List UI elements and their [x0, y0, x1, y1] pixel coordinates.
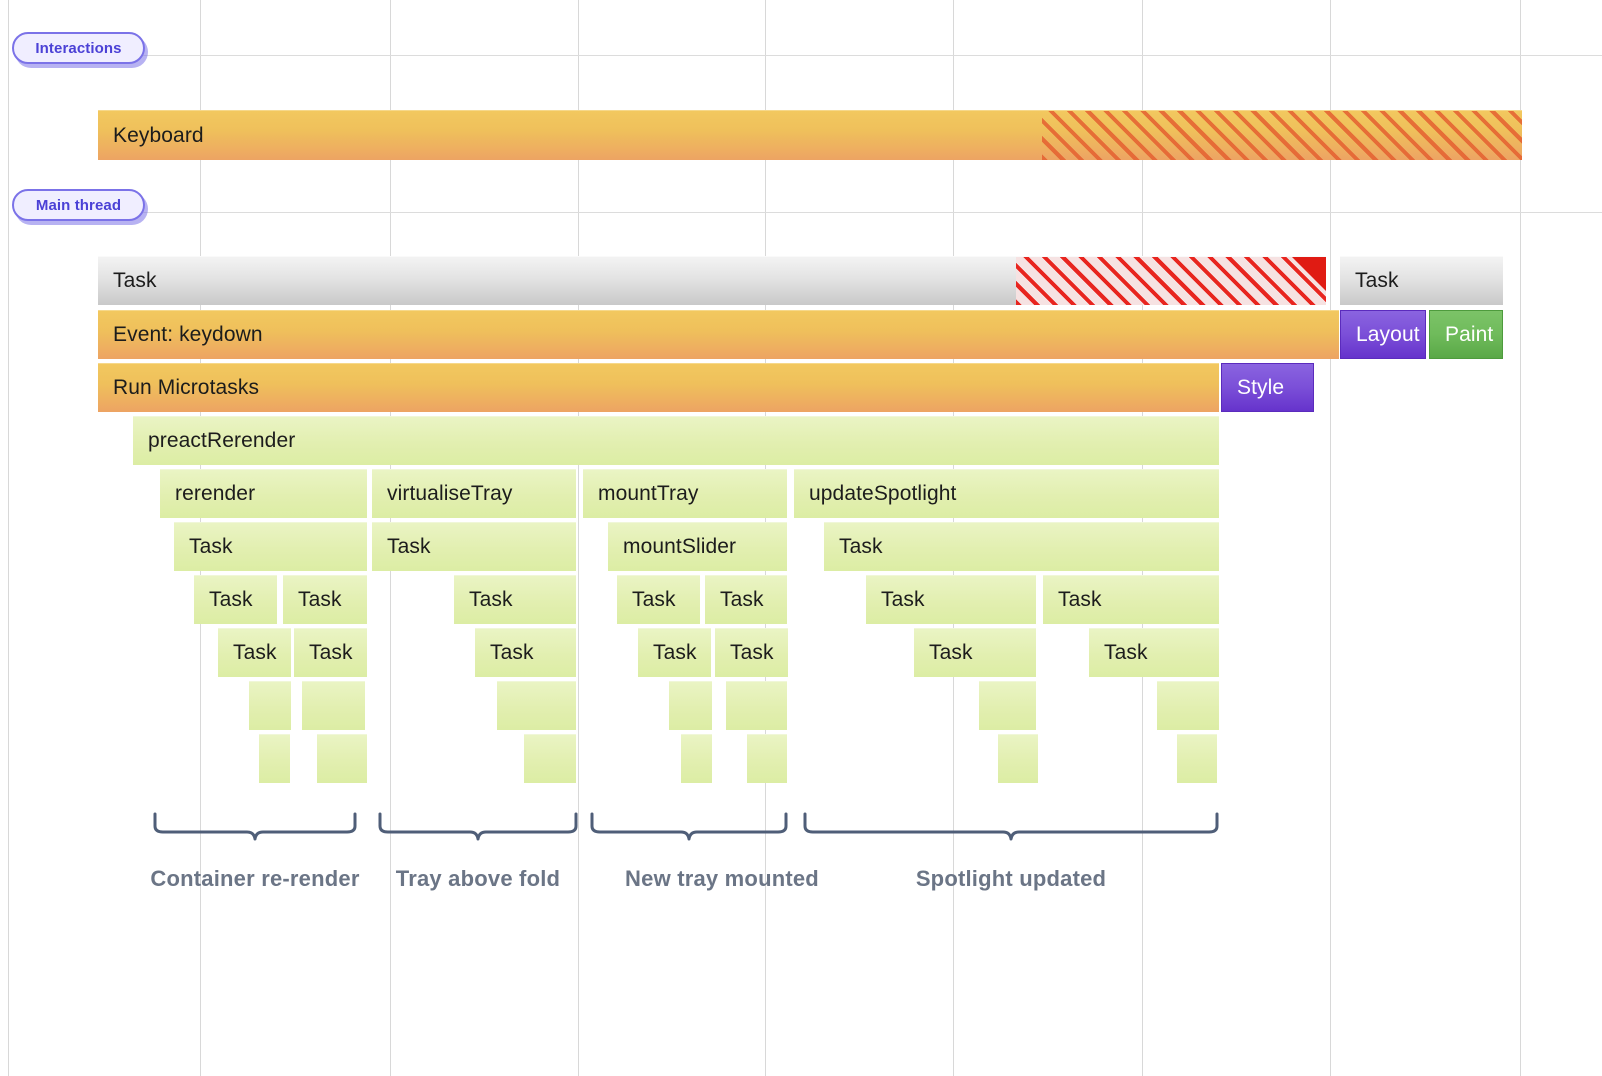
- flame-block-task[interactable]: Task: [1340, 256, 1503, 305]
- flame-block-label: Style: [1237, 375, 1285, 399]
- annotation-caption-spotlight-updated: Spotlight updated: [915, 866, 1107, 891]
- flame-block-mounttray[interactable]: mountTray: [583, 469, 787, 518]
- flame-block-mountslider[interactable]: mountSlider: [608, 522, 787, 571]
- flame-block-rerender[interactable]: rerender: [160, 469, 367, 518]
- flame-block-task[interactable]: Task: [174, 522, 367, 571]
- flame-block-task[interactable]: Task: [454, 575, 576, 624]
- track-label-main-thread[interactable]: Main thread: [12, 189, 145, 221]
- flame-block-paint[interactable]: Paint: [1429, 310, 1503, 359]
- flame-block-label: Task: [309, 641, 353, 664]
- flame-block-run-microtasks[interactable]: Run Microtasks: [98, 363, 1219, 412]
- flame-block-leaf[interactable]: [259, 734, 290, 783]
- flame-block-task[interactable]: Task: [294, 628, 367, 677]
- flame-block-leaf[interactable]: [747, 734, 787, 783]
- gridline: [1330, 0, 1331, 1076]
- main-thread-track-separator: [130, 212, 1602, 213]
- interaction-block-keyboard-label: Keyboard: [113, 123, 204, 147]
- annotation-brace-spotlight-updated: [803, 812, 1219, 842]
- flame-block-style[interactable]: Style: [1221, 363, 1314, 412]
- flame-block-leaf[interactable]: [302, 681, 365, 730]
- flame-block-preactrerender[interactable]: preactRerender: [133, 416, 1219, 465]
- flame-block-task[interactable]: Task: [194, 575, 277, 624]
- flame-block-task[interactable]: Task: [98, 256, 1326, 305]
- flame-block-label: updateSpotlight: [809, 482, 957, 505]
- flame-block-task[interactable]: Task: [715, 628, 788, 677]
- flame-block-layout[interactable]: Layout: [1340, 310, 1426, 359]
- flame-block-leaf[interactable]: [497, 681, 576, 730]
- flame-block-label: Run Microtasks: [113, 376, 260, 399]
- flame-block-label: Task: [233, 641, 277, 664]
- annotation-caption-tray-above-fold: Tray above fold: [395, 866, 561, 891]
- flame-block-task[interactable]: Task: [475, 628, 576, 677]
- flame-block-label: Paint: [1445, 322, 1494, 346]
- flame-block-label: Task: [653, 641, 697, 664]
- long-task-corner-marker: [1292, 257, 1326, 291]
- annotation-brace-container-re-render: [153, 812, 357, 842]
- flame-block-leaf[interactable]: [681, 734, 712, 783]
- flame-block-label: Task: [881, 588, 925, 611]
- flame-block-task[interactable]: Task: [866, 575, 1036, 624]
- flame-block-label: preactRerender: [148, 429, 296, 452]
- flame-block-label: Task: [490, 641, 534, 664]
- flame-block-label: Task: [209, 588, 253, 611]
- long-task-hatch: [1016, 257, 1326, 305]
- flame-block-label: mountTray: [598, 482, 699, 505]
- flame-block-task[interactable]: Task: [1043, 575, 1219, 624]
- flame-block-leaf[interactable]: [317, 734, 367, 783]
- flame-block-label: virtualiseTray: [387, 482, 513, 505]
- flame-block-label: Task: [469, 588, 513, 611]
- flame-block-task[interactable]: Task: [617, 575, 700, 624]
- track-label-interactions[interactable]: Interactions: [12, 32, 145, 64]
- flame-block-label: Task: [1104, 641, 1148, 664]
- annotation-caption-new-tray-mounted: New tray mounted: [625, 866, 819, 891]
- flame-block-task[interactable]: Task: [914, 628, 1036, 677]
- flame-block-label: Task: [632, 588, 676, 611]
- flame-block-label: Task: [113, 269, 157, 292]
- flame-block-label: Task: [387, 535, 431, 558]
- gridline: [578, 0, 579, 1076]
- flame-block-task[interactable]: Task: [824, 522, 1219, 571]
- gridline: [8, 0, 9, 1076]
- annotation-brace-new-tray-mounted: [590, 812, 788, 842]
- flame-block-task[interactable]: Task: [218, 628, 291, 677]
- flame-block-label: Event: keydown: [113, 323, 263, 346]
- flame-block-leaf[interactable]: [998, 734, 1038, 783]
- flame-block-leaf[interactable]: [1157, 681, 1219, 730]
- track-label-interactions-text: Interactions: [35, 39, 122, 57]
- gridline: [1520, 0, 1521, 1076]
- interactions-track-separator: [130, 55, 1602, 56]
- flame-block-updatespotlight[interactable]: updateSpotlight: [794, 469, 1219, 518]
- keyboard-overrun-hatch: [1042, 111, 1522, 160]
- flame-block-label: Task: [720, 588, 764, 611]
- annotation-caption-container-re-render: Container re-render: [150, 866, 360, 891]
- flame-block-event-keydown[interactable]: Event: keydown: [98, 310, 1339, 359]
- interaction-block-keyboard[interactable]: Keyboard: [98, 110, 1522, 160]
- flame-block-task[interactable]: Task: [1089, 628, 1219, 677]
- flame-block-task[interactable]: Task: [638, 628, 711, 677]
- flame-block-label: Task: [929, 641, 973, 664]
- flame-block-label: Task: [189, 535, 233, 558]
- track-label-main-thread-text: Main thread: [35, 196, 122, 214]
- flame-block-leaf[interactable]: [669, 681, 712, 730]
- flame-block-task[interactable]: Task: [705, 575, 787, 624]
- flame-block-leaf[interactable]: [524, 734, 576, 783]
- flame-block-task[interactable]: Task: [283, 575, 367, 624]
- flame-block-virtualisetray[interactable]: virtualiseTray: [372, 469, 576, 518]
- flame-block-label: Task: [298, 588, 342, 611]
- flame-block-leaf[interactable]: [726, 681, 787, 730]
- flame-block-label: Task: [1058, 588, 1102, 611]
- flame-block-leaf[interactable]: [1177, 734, 1217, 783]
- flame-block-label: mountSlider: [623, 535, 737, 558]
- flame-block-label: Layout: [1356, 322, 1420, 346]
- flame-block-label: Task: [1355, 269, 1399, 292]
- annotation-brace-tray-above-fold: [378, 812, 578, 842]
- flame-block-label: rerender: [175, 482, 256, 505]
- flame-block-task[interactable]: Task: [372, 522, 576, 571]
- flame-block-label: Task: [730, 641, 774, 664]
- flame-block-label: Task: [839, 535, 883, 558]
- flame-block-leaf[interactable]: [249, 681, 291, 730]
- flame-block-leaf[interactable]: [979, 681, 1036, 730]
